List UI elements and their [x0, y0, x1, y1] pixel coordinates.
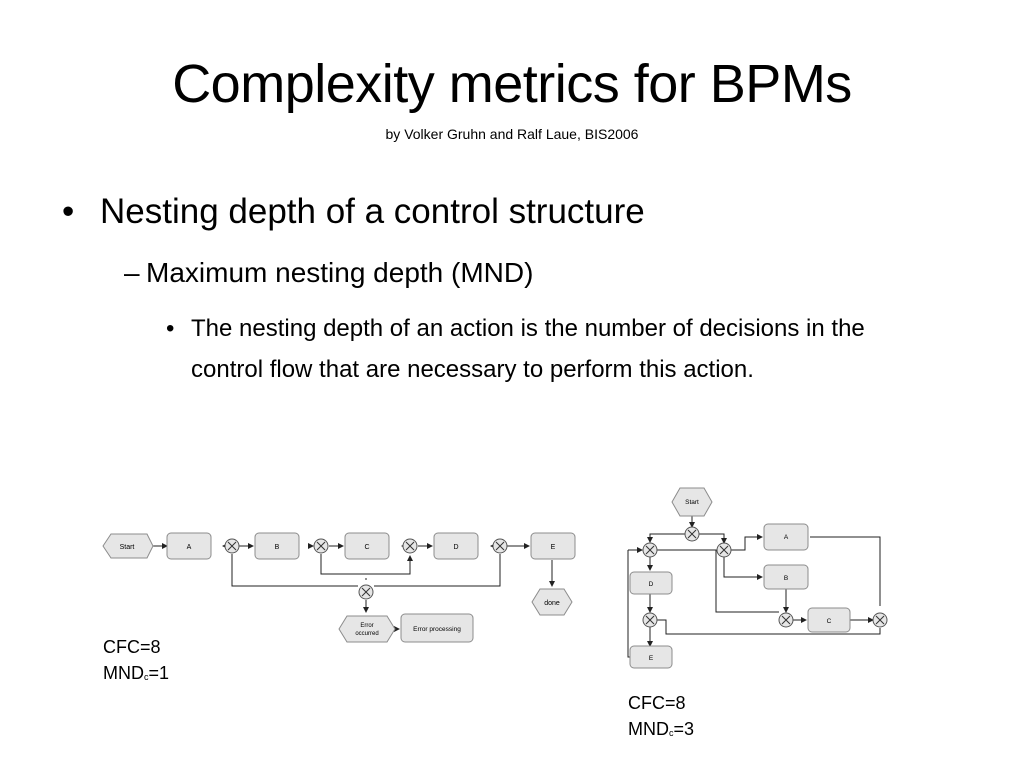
event-error-occurred: [338, 615, 396, 643]
node-label-start: Start: [120, 544, 135, 551]
process-diagram-2: Start A B D C E: [627, 487, 888, 669]
node-label-c: C: [827, 618, 832, 625]
node-label-c: C: [364, 544, 369, 551]
node-label-b: B: [275, 544, 280, 551]
node-label-a: A: [187, 544, 192, 551]
task-c: [344, 532, 390, 560]
node-label-done: done: [544, 600, 560, 607]
bullet-text: Nesting depth of a control structure: [100, 192, 645, 231]
node-label-e: E: [551, 544, 556, 551]
node-label-error-line1: Error: [360, 623, 373, 629]
bullet-text: The nesting depth of an action is the nu…: [191, 315, 865, 383]
bullet-dot: •: [62, 192, 75, 231]
task-error-processing: [400, 613, 474, 643]
mnd-value: MNDc=3: [628, 719, 695, 739]
node-label-error-line2: occurred: [355, 631, 378, 637]
node-label-b: B: [784, 575, 788, 582]
node-label-e: E: [649, 655, 654, 662]
node-label-start: Start: [685, 499, 699, 506]
task-b: [254, 532, 300, 560]
node-label-error-processing: Error processing: [413, 626, 461, 633]
task-e: [530, 532, 576, 560]
task-e: [629, 645, 673, 669]
task-a: [763, 523, 809, 551]
node-label-d: D: [453, 544, 458, 551]
node-label-d: D: [649, 581, 654, 588]
cfc-value: CFC=8: [103, 637, 161, 657]
cfc-value: CFC=8: [628, 693, 686, 713]
process-diagram-1: Start A B C D E Error occurred Error pro…: [102, 532, 576, 643]
event-done: [531, 588, 573, 616]
task-c: [807, 607, 851, 633]
slide-subtitle: by Volker Gruhn and Ralf Laue, BIS2006: [385, 126, 639, 142]
node-label-a: A: [784, 534, 789, 541]
bullet-text: Maximum nesting depth (MND): [146, 257, 534, 288]
bullet-dash: –: [124, 257, 140, 288]
event-start: [671, 487, 713, 517]
task-b: [763, 564, 809, 590]
task-a: [166, 532, 212, 560]
bullet-dot: •: [166, 315, 175, 342]
event-start: [102, 533, 154, 559]
slide-title: Complexity metrics for BPMs: [172, 54, 852, 114]
mnd-value: MNDc=1: [103, 663, 170, 683]
task-d: [433, 532, 479, 560]
diagram1-metrics: CFC=8 MNDc=1: [103, 634, 169, 689]
task-d: [629, 571, 673, 595]
diagram2-metrics: CFC=8 MNDc=3: [628, 690, 694, 745]
